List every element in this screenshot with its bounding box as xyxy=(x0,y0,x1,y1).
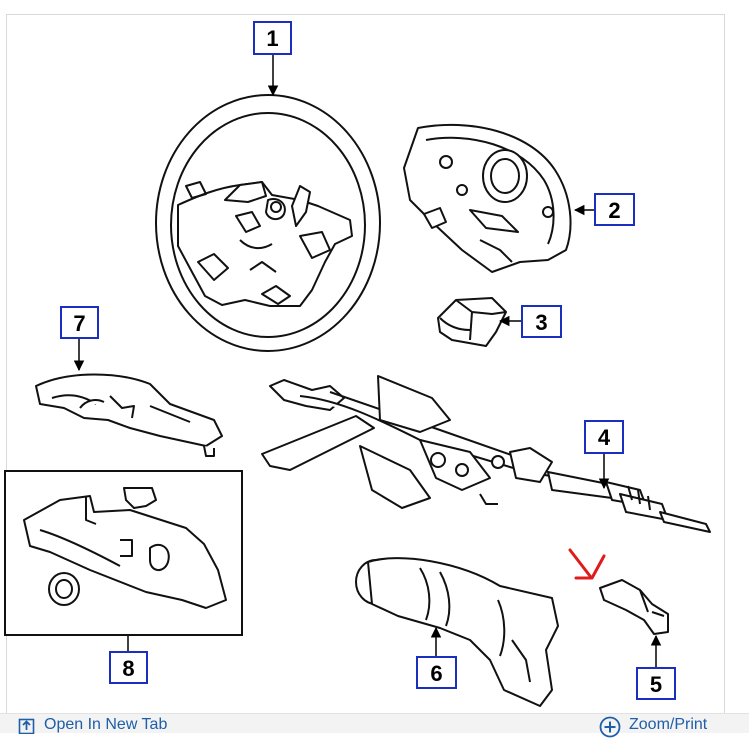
callout-8: 8 xyxy=(109,651,148,684)
bottom-toolbar: Open In New Tab Zoom/Print xyxy=(0,713,749,738)
callout-5-label: 5 xyxy=(650,672,662,697)
callout-5: 5 xyxy=(636,667,676,700)
column-shroud xyxy=(355,557,559,707)
steering-wheel xyxy=(155,94,381,352)
callout-7: 7 xyxy=(60,306,99,339)
callout-1-label: 1 xyxy=(266,26,278,51)
callout-3: 3 xyxy=(521,305,562,338)
small-lever xyxy=(599,579,669,635)
steering-column xyxy=(261,375,711,533)
callout-3-label: 3 xyxy=(535,310,547,335)
open-in-new-tab-icon xyxy=(18,718,35,734)
callout-8-label: 8 xyxy=(122,656,134,681)
red-arrow-icon xyxy=(568,548,606,580)
callout-6: 6 xyxy=(416,656,457,689)
upper-column-cover xyxy=(35,373,223,457)
callout-6-label: 6 xyxy=(430,661,442,686)
callout-4-label: 4 xyxy=(598,425,611,450)
horn-clip xyxy=(437,297,507,347)
zoom-plus-icon xyxy=(599,716,621,738)
zoom-print-label: Zoom/Print xyxy=(629,716,708,733)
open-in-new-tab-button[interactable]: Open In New Tab xyxy=(18,716,168,734)
lower-column-cover xyxy=(23,487,227,609)
callout-2: 2 xyxy=(594,193,635,226)
leader-lines xyxy=(73,54,662,668)
callout-4: 4 xyxy=(584,420,624,454)
callout-7-label: 7 xyxy=(73,311,85,336)
callout-1: 1 xyxy=(253,21,292,55)
callout-2-label: 2 xyxy=(608,198,620,223)
zoom-print-button[interactable]: Zoom/Print xyxy=(599,716,708,738)
airbag-cover xyxy=(403,123,572,273)
open-in-new-tab-label: Open In New Tab xyxy=(44,716,168,733)
